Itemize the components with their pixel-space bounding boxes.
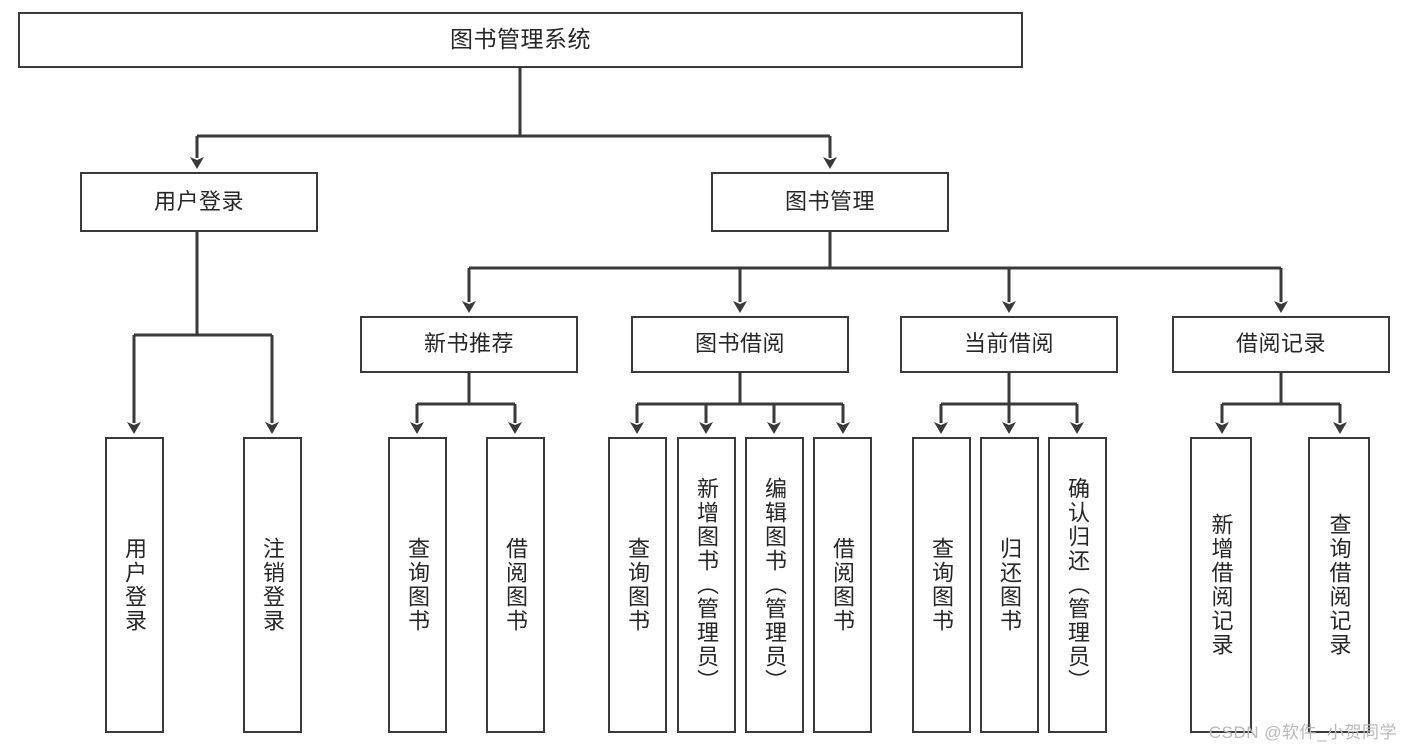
node-user-login[interactable]: 用户登录 (80, 172, 318, 232)
node-label: 新增图书（管理员） (694, 477, 720, 693)
leaf-edit-book[interactable]: 编辑图书（管理员） (745, 437, 804, 733)
node-label: 借阅图书 (830, 537, 856, 633)
node-book-manage[interactable]: 图书管理 (711, 172, 949, 232)
leaf-query-book-1[interactable]: 查询图书 (388, 437, 447, 733)
node-label: 借阅记录 (1235, 331, 1326, 357)
leaf-user-login[interactable]: 用户登录 (105, 437, 164, 733)
node-label: 新书推荐 (423, 331, 514, 357)
leaf-confirm-return[interactable]: 确认归还（管理员） (1048, 437, 1107, 733)
leaf-borrow-book-2[interactable]: 借阅图书 (813, 437, 872, 733)
node-borrow-record[interactable]: 借阅记录 (1172, 316, 1390, 373)
leaf-query-record[interactable]: 查询借阅记录 (1308, 437, 1370, 733)
leaf-query-book-3[interactable]: 查询图书 (912, 437, 971, 733)
leaf-return-book[interactable]: 归还图书 (980, 437, 1039, 733)
node-label: 确认归还（管理员） (1065, 477, 1091, 693)
node-label: 图书管理系统 (450, 26, 591, 53)
node-label: 查询借阅记录 (1326, 513, 1352, 657)
leaf-add-book[interactable]: 新增图书（管理员） (677, 437, 736, 733)
node-label: 新增借阅记录 (1208, 513, 1234, 657)
node-label: 查询图书 (405, 537, 431, 633)
node-label: 图书借阅 (694, 331, 785, 357)
leaf-query-book-2[interactable]: 查询图书 (608, 437, 667, 733)
node-current-borrow[interactable]: 当前借阅 (900, 316, 1118, 373)
node-root-book-management-system[interactable]: 图书管理系统 (18, 12, 1023, 68)
node-label: 借阅图书 (503, 537, 529, 633)
node-label: 编辑图书（管理员） (762, 477, 788, 693)
node-label: 归还图书 (997, 537, 1023, 633)
node-label: 注销登录 (260, 537, 286, 633)
node-label: 当前借阅 (963, 331, 1054, 357)
node-label: 用户登录 (122, 537, 148, 633)
node-new-book-recommend[interactable]: 新书推荐 (360, 316, 578, 373)
node-label: 查询图书 (625, 537, 651, 633)
leaf-borrow-book-1[interactable]: 借阅图书 (486, 437, 545, 733)
node-label: 图书管理 (784, 188, 875, 214)
leaf-add-record[interactable]: 新增借阅记录 (1190, 437, 1252, 733)
node-label: 查询图书 (929, 537, 955, 633)
node-label: 用户登录 (153, 188, 244, 214)
csdn-watermark: CSDN @软件_小贺同学 (1208, 723, 1397, 742)
node-book-borrow[interactable]: 图书借阅 (631, 316, 849, 373)
leaf-user-logout[interactable]: 注销登录 (243, 437, 302, 733)
